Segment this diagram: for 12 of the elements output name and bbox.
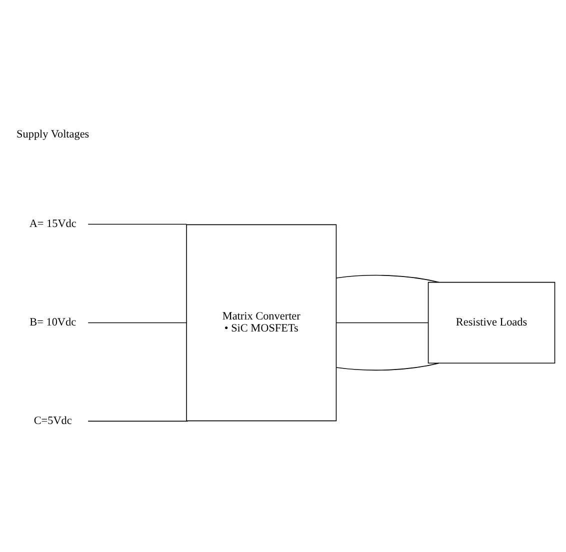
- connector: [336, 322, 428, 323]
- node-text: B= 10Vdc: [30, 316, 76, 328]
- label: Supply Voltages: [16, 128, 90, 140]
- node-text: C=5Vdc: [34, 414, 72, 427]
- node-text: A= 15Vdc: [29, 218, 76, 230]
- connector: [88, 420, 188, 422]
- node-box: Resistive Loads: [428, 281, 556, 364]
- connector: [88, 223, 187, 224]
- connector: [88, 322, 187, 323]
- connector: [336, 274, 440, 282]
- node-box: Matrix Converter • SiC MOSFETs: [186, 224, 337, 421]
- connector: [336, 362, 440, 370]
